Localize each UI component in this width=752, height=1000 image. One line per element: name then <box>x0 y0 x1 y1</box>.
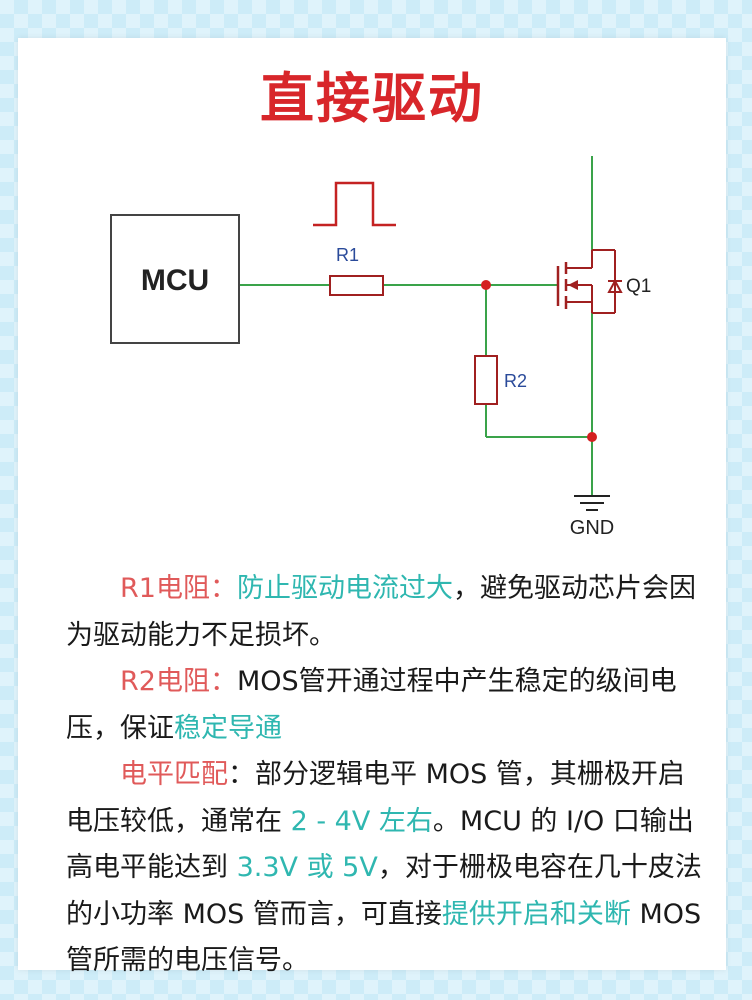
r2-heading: R2电阻： <box>120 666 237 697</box>
ground-icon <box>574 495 610 511</box>
level-match-text-4: MOS 管所需的电压信号。 <box>66 898 702 977</box>
content-card: 直接驱动 MCU R1 R2 <box>18 38 726 976</box>
level-match-text-3: ，对于栅极电容在几十皮法的小功率 MOS 管而言，可直接 <box>66 852 702 930</box>
resistor-r1 <box>329 275 384 296</box>
circuit-diagram: MCU R1 R2 <box>110 156 651 539</box>
mosfet-q1 <box>556 249 623 314</box>
level-match-text-2: 。MCU 的 I/O 口输出高电平能达到 <box>66 805 694 884</box>
r1-text: ，避免驱动芯片会因为驱动能力不足损坏。 <box>66 573 696 651</box>
description-text: R1电阻：防止驱动电流过大，避免驱动芯片会因为驱动能力不足损坏。 R2电阻：MO… <box>66 566 706 985</box>
level-match-highlight-3: 提供开启和关断 <box>441 898 631 930</box>
r1-highlight: 防止驱动电流过大 <box>236 573 453 604</box>
level-match-highlight-1: 2 - 4V 左右 <box>290 805 433 837</box>
q1-label: Q1 <box>626 276 651 297</box>
r1-label: R1 <box>336 245 359 265</box>
paragraph-r2: R2电阻：MOS管开通过程中产生稳定的级间电压，保证稳定导通 <box>66 659 706 752</box>
r2-label: R2 <box>504 371 527 391</box>
level-match-text-1: ：部分逻辑电平 MOS 管，其栅极开启电压较低，通常在 <box>66 759 685 837</box>
gnd-label: GND <box>570 517 614 539</box>
level-match-highlight-2: 3.3V 或 5V <box>236 852 378 883</box>
junction-node-2 <box>587 432 597 442</box>
mcu-box <box>110 214 240 344</box>
r2-text: MOS管开通过程中产生稳定的级间电压，保证 <box>66 666 677 744</box>
level-match-heading: 电平匹配 <box>120 759 228 790</box>
resistor-r2 <box>474 355 498 405</box>
junction-node-1 <box>481 280 491 290</box>
r1-heading: R1电阻： <box>120 573 237 604</box>
page-title: 直接驱动 <box>260 67 484 130</box>
r2-highlight: 稳定导通 <box>174 712 282 744</box>
paragraph-level-match: 电平匹配：部分逻辑电平 MOS 管，其栅极开启电压较低，通常在 2 - 4V 左… <box>66 752 706 985</box>
pulse-waveform <box>313 181 396 227</box>
mcu-label: MCU <box>141 264 209 297</box>
paragraph-r1: R1电阻：防止驱动电流过大，避免驱动芯片会因为驱动能力不足损坏。 <box>66 566 706 659</box>
